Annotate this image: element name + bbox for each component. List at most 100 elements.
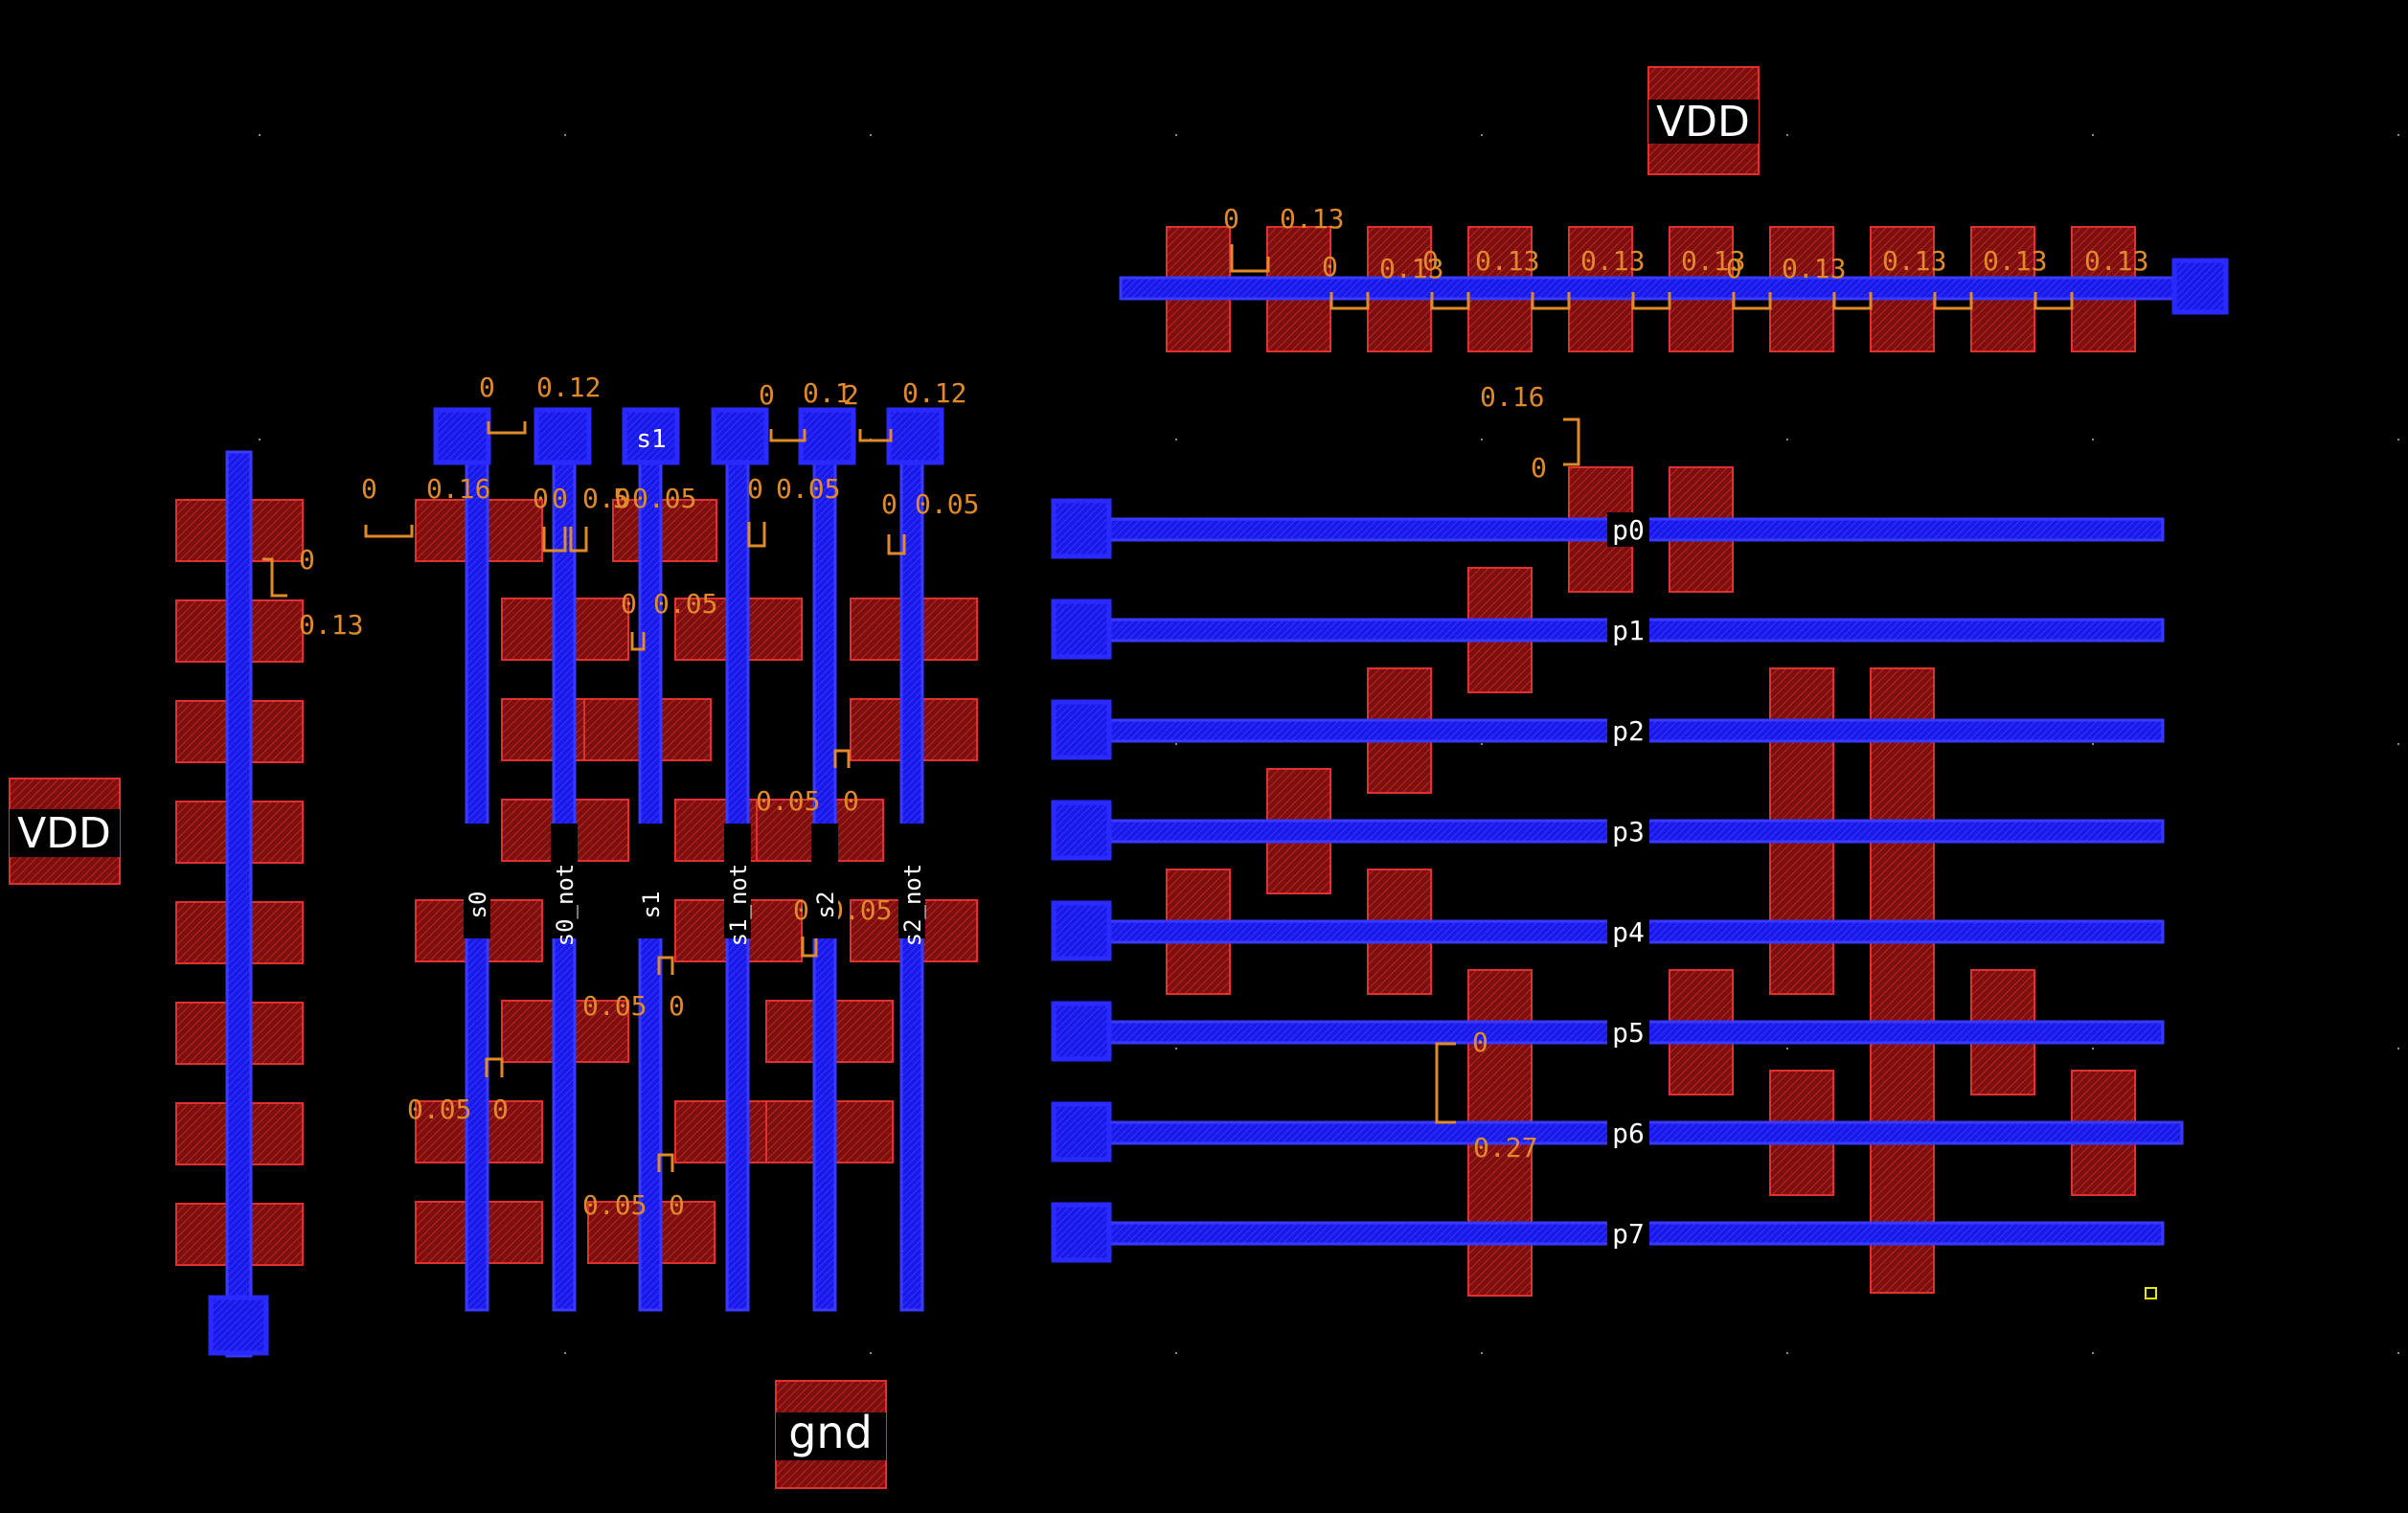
dimension-label: 0 xyxy=(1223,203,1239,235)
grid-dot xyxy=(2397,134,2399,136)
dimension-label: 0.13 xyxy=(1379,253,1443,284)
grid-dot xyxy=(870,134,872,136)
dimension-bracket xyxy=(1430,292,1470,310)
grid-dot xyxy=(2092,1352,2094,1354)
grid-dot xyxy=(870,1352,872,1354)
select-line-label: s2 xyxy=(812,892,839,919)
dimension-label: 0.27 xyxy=(1473,1132,1537,1163)
dimension-label: 0 xyxy=(669,1189,685,1221)
grid-dot xyxy=(1786,1048,1788,1050)
dimension-label: 0 xyxy=(299,544,315,576)
vdd-pin-left[interactable]: VDD xyxy=(9,778,121,885)
contact-pad xyxy=(1051,699,1112,760)
label-background xyxy=(1607,915,1649,949)
dimension-label: 0.12 xyxy=(536,372,601,403)
contact-pad xyxy=(1051,900,1112,961)
dimension-label: 0.05 xyxy=(776,473,840,505)
grid-dot xyxy=(2397,743,2399,745)
dimension-label: 0.05 xyxy=(756,785,820,817)
grid-dot xyxy=(1481,439,1483,440)
dimension-bracket xyxy=(1933,292,1973,310)
dimension-label: 0.05 xyxy=(407,1094,471,1125)
dimension-label: 0.05 xyxy=(632,483,696,514)
label-background xyxy=(1607,1216,1649,1251)
grid-dot xyxy=(2397,1048,2399,1050)
label-background xyxy=(1607,1015,1649,1050)
label-background xyxy=(464,824,490,938)
grid-dot xyxy=(259,134,261,136)
label-background xyxy=(1607,512,1649,547)
grid-dot xyxy=(2092,1048,2094,1050)
dimension-bracket xyxy=(542,527,567,553)
vdd-pin-top[interactable]: VDD xyxy=(1647,66,1760,175)
dimension-bracket xyxy=(485,1057,504,1077)
dimension-bracket xyxy=(747,522,766,548)
poly-rect xyxy=(1870,667,1935,1294)
dimension-label: 0 xyxy=(552,483,568,514)
dimension-bracket xyxy=(1230,244,1270,273)
dimension-label: 0 xyxy=(533,483,549,514)
dimension-label: 0 xyxy=(492,1094,509,1125)
dimension-bracket xyxy=(858,429,893,442)
dimension-label: 0.16 xyxy=(426,473,490,505)
grid-dot xyxy=(2092,134,2094,136)
grid-dot xyxy=(1175,439,1177,440)
dimension-bracket xyxy=(833,749,851,768)
dimension-label: 0.05 xyxy=(653,588,717,620)
dimension-label: 0.12 xyxy=(902,377,966,409)
grid-dot xyxy=(2397,1352,2399,1354)
dimension-label: 0.13 xyxy=(299,609,363,641)
poly-rect xyxy=(612,499,717,562)
vdd-left-label: VDD xyxy=(17,809,111,858)
grid-dot xyxy=(2092,439,2094,440)
grid-dot xyxy=(1481,1352,1483,1354)
dimension-label: 0.05 xyxy=(582,990,647,1022)
contact-pad xyxy=(798,407,856,465)
contact-pad xyxy=(433,407,491,465)
label-background xyxy=(637,824,664,938)
decoder-line-label: p3 xyxy=(1612,816,1645,847)
gnd-label: gnd xyxy=(788,1407,873,1458)
dimension-bracket xyxy=(630,632,646,651)
dimension-bracket xyxy=(801,937,818,958)
dimension-bracket xyxy=(657,956,674,975)
label-background xyxy=(1607,613,1649,647)
select-line-label: s0 xyxy=(465,892,491,919)
dimension-label: 0 xyxy=(793,894,809,926)
grid-dot xyxy=(564,1352,566,1354)
dimension-label: 0.1 xyxy=(803,377,852,409)
dimension-bracket xyxy=(1631,292,1671,310)
decoder-line-label: p6 xyxy=(1612,1118,1645,1149)
gnd-pin[interactable]: gnd xyxy=(775,1380,887,1489)
select-line-label: s0_not xyxy=(552,864,579,947)
select-line-label: s2_not xyxy=(899,864,926,947)
dimension-label: 0 xyxy=(1472,1027,1488,1058)
contact-pad xyxy=(1051,800,1112,861)
decoder-line-label: p4 xyxy=(1612,916,1645,948)
dimension-bracket xyxy=(1329,292,1370,310)
grid-dot xyxy=(564,134,566,136)
grid-dot xyxy=(1175,1048,1177,1050)
contact-pad xyxy=(711,407,769,465)
dimension-bracket xyxy=(1563,418,1580,466)
dimension-label: 0 xyxy=(843,785,859,817)
grid-dot xyxy=(1481,134,1483,136)
grid-dot xyxy=(1175,1352,1177,1354)
grid-dot xyxy=(1786,134,1788,136)
dimension-label: 0 xyxy=(1422,245,1439,277)
decoder-line-label: p2 xyxy=(1612,715,1645,747)
label-background xyxy=(1607,814,1649,848)
grid-dot xyxy=(2092,743,2094,745)
selection-marker[interactable] xyxy=(2145,1287,2157,1299)
label-background xyxy=(1607,713,1649,748)
dimension-label: 0.16 xyxy=(1480,381,1544,413)
grid-dot xyxy=(1786,439,1788,440)
label-background xyxy=(724,824,751,938)
dimension-bracket xyxy=(364,525,414,538)
vdd-column-wire xyxy=(225,450,253,1358)
dimension-label: 2 xyxy=(843,379,859,411)
dimension-label: 0 xyxy=(881,488,897,520)
contact-pad xyxy=(208,1295,269,1356)
